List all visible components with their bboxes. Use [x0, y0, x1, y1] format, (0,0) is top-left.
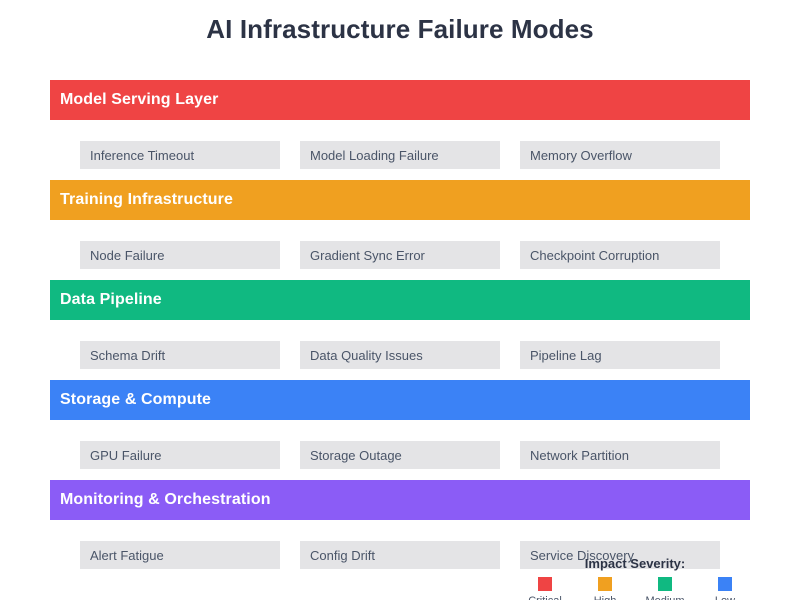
failure-mode-item[interactable]: Node Failure [80, 241, 280, 269]
failure-mode-item[interactable]: Data Quality Issues [300, 341, 500, 369]
legend-item: Medium [645, 577, 685, 600]
legend-title: Impact Severity: [584, 556, 686, 571]
section-header[interactable]: Model Serving Layer [50, 80, 750, 120]
legend-item: Critical [528, 577, 562, 600]
section-item-row: Schema Drift Data Quality Issues Pipeline … [0, 341, 800, 369]
legend-item: Low [715, 577, 735, 600]
failure-mode-item[interactable]: Service Discovery [520, 541, 720, 569]
section-header[interactable]: Data Pipeline [50, 280, 750, 320]
section-item-row: Node Failure Gradient Sync Error Checkpoin… [0, 241, 800, 269]
page-title: AI Infrastructure Failure Modes [206, 14, 594, 44]
failure-mode-item[interactable]: Network Partition [520, 441, 720, 469]
section-header[interactable]: Training Infrastructure [50, 180, 750, 220]
section-item-row: Inference Timeout Model Loading Failure Me… [0, 141, 800, 169]
section-item-row: GPU Failure Storage Outage Network Partiti… [0, 441, 800, 469]
legend-swatch-icon [658, 577, 672, 591]
failure-mode-item[interactable]: Storage Outage [300, 441, 500, 469]
section-header[interactable]: Monitoring & Orchestration [50, 480, 750, 520]
legend-item: High [594, 577, 617, 600]
legend: Impact Severity: Critical High Medium Low [485, 556, 785, 600]
failure-mode-item[interactable]: Inference Timeout [80, 141, 280, 169]
failure-mode-item[interactable]: Model Loading Failure [300, 141, 500, 169]
section-item-row: Alert Fatigue Config Drift Service Discove… [0, 541, 800, 569]
failure-mode-item[interactable]: Alert Fatigue [80, 541, 280, 569]
legend-items: Critical High Medium Low [485, 577, 785, 600]
legend-label: Low [715, 595, 735, 600]
legend-label: Medium [645, 595, 684, 600]
failure-mode-item[interactable]: Memory Overflow [520, 141, 720, 169]
legend-swatch-icon [718, 577, 732, 591]
failure-mode-item[interactable]: Schema Drift [80, 341, 280, 369]
legend-swatch-icon [598, 577, 612, 591]
failure-mode-item[interactable]: Checkpoint Corruption [520, 241, 720, 269]
legend-swatch-icon [538, 577, 552, 591]
failure-mode-item[interactable]: Config Drift [300, 541, 500, 569]
failure-mode-item[interactable]: Pipeline Lag [520, 341, 720, 369]
section-header[interactable]: Storage & Compute [50, 380, 750, 420]
legend-label: Critical [528, 595, 562, 600]
failure-mode-item[interactable]: Gradient Sync Error [300, 241, 500, 269]
legend-label: High [594, 595, 617, 600]
failure-mode-item[interactable]: GPU Failure [80, 441, 280, 469]
